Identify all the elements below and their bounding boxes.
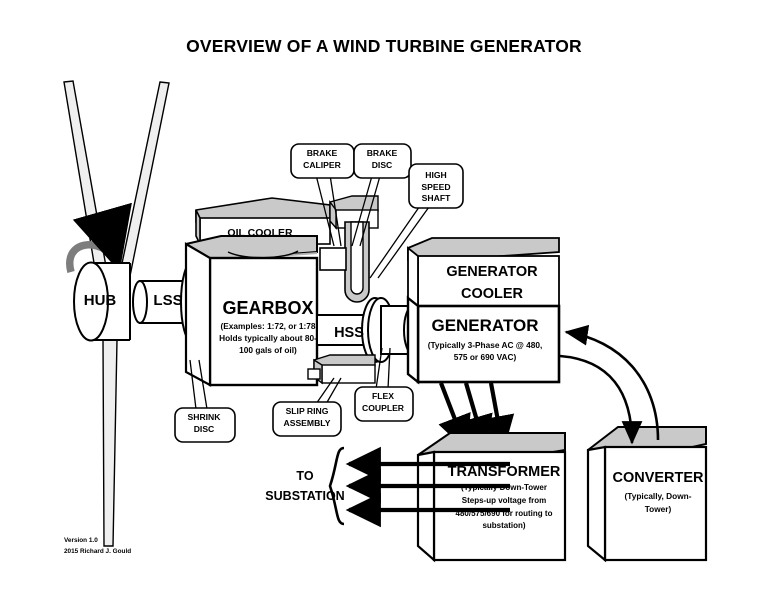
generator-block	[406, 295, 561, 385]
hub-front-face	[73, 261, 109, 342]
generator-cooler-block	[407, 237, 560, 308]
substation-brace	[328, 446, 345, 526]
high-speed-shaft-part	[316, 297, 423, 363]
blade-upper-right	[119, 81, 170, 277]
generator-converter-links	[559, 324, 660, 445]
callout-bubble-brake-caliper	[290, 143, 355, 179]
hub-body	[73, 261, 131, 342]
blade-lower	[102, 339, 118, 547]
callout-bubble-shrink-disc	[174, 407, 236, 443]
gearbox-block	[184, 235, 319, 387]
transformer-block	[416, 432, 567, 563]
brake-caliper-part	[319, 247, 347, 271]
rotation-arrow	[66, 202, 132, 273]
transformer-to-substation-arrows	[328, 446, 510, 528]
callout-leader-lines	[189, 174, 435, 410]
slip-ring-assembly-part	[307, 354, 376, 385]
callout-bubbles	[174, 143, 464, 443]
callout-bubble-slip-ring	[272, 401, 342, 437]
callout-bubble-flex-coupler	[354, 386, 414, 422]
converter-block	[586, 426, 708, 563]
callout-bubble-high-speed-shaft	[408, 163, 464, 209]
callout-bubble-brake-disc	[353, 143, 412, 179]
